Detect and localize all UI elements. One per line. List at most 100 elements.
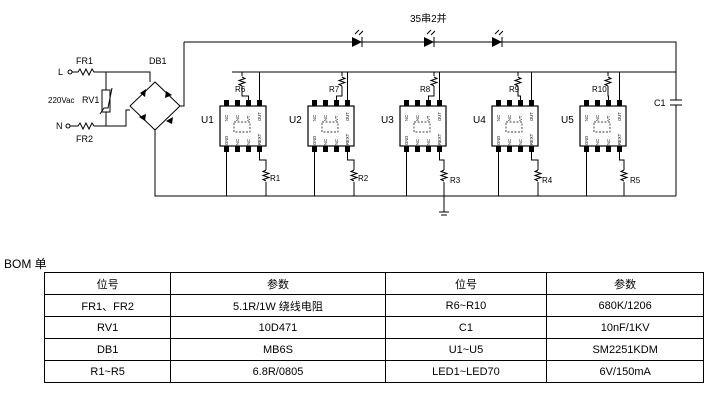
svg-text:NC: NC (507, 115, 512, 121)
table-cell: RV1 (43, 316, 172, 339)
r-top-label: R7 (329, 85, 340, 94)
input-line-label: L (58, 67, 63, 77)
svg-text:GND: GND (312, 136, 317, 145)
table-cell: FR1、FR2 (43, 294, 172, 317)
db1-diode-2 (165, 91, 172, 98)
chip-label-u4: U4 (473, 115, 486, 126)
r-bottom-label: R2 (358, 174, 369, 183)
svg-text:REXT: REXT (257, 133, 262, 145)
svg-text:NC: NC (507, 139, 512, 145)
c1-label: C1 (654, 98, 666, 108)
table-cell: 6V/150mA (546, 360, 704, 383)
wire-l-to-bridge (106, 71, 151, 82)
driver-u4: U4 NC NC VT OUT GND NC NC REXT R9 R4 (473, 72, 553, 196)
svg-text:VT: VT (246, 115, 251, 121)
svg-text:NC: NC (584, 115, 589, 121)
db1-diode-1 (140, 89, 146, 97)
wire-bridge-positive (180, 42, 185, 107)
svg-text:NC: NC (606, 139, 611, 145)
table-row: DB1 MB6S U1~U5 SM2251KDM (43, 338, 704, 361)
fr1-resistor (72, 67, 106, 77)
chip-label-u1: U1 (201, 115, 214, 126)
table-cell: DB1 (43, 338, 172, 361)
led-2 (424, 29, 436, 47)
driver-u2: U2 NC NC VT OUT GND NC NC REXT R7 R2 (289, 72, 369, 196)
table-cell: 6.8R/0805 (170, 360, 386, 383)
table-cell: R6~R10 (384, 294, 548, 317)
table-cell: 10nF/1KV (546, 316, 704, 339)
table-row: R1~R5 6.8R/0805 LED1~LED70 6V/150mA (43, 360, 704, 383)
chip-label-u3: U3 (381, 115, 394, 126)
led-string-label: 35串2并 (410, 12, 447, 25)
table-cell: R1~R5 (43, 360, 172, 383)
svg-text:GND: GND (404, 136, 409, 145)
svg-text:OUT: OUT (437, 112, 442, 121)
svg-text:NC: NC (323, 139, 328, 145)
circuit-schematic: L N 220Vac FR1 FR2 RV1 DB1 35串2并 C1 (48, 12, 682, 216)
table-cell: U1~U5 (384, 338, 548, 361)
fr1-label: FR1 (76, 56, 93, 66)
bom-header-ref-2: 位号 (384, 272, 548, 295)
svg-text:NC: NC (235, 139, 240, 145)
svg-text:NC: NC (518, 139, 523, 145)
svg-text:NC: NC (334, 139, 339, 145)
svg-text:VT: VT (606, 115, 611, 121)
fr2-label: FR2 (76, 134, 93, 144)
table-cell: LED1~LED70 (384, 360, 548, 383)
table-cell: 680K/1206 (546, 294, 704, 317)
svg-text:NC: NC (235, 115, 240, 121)
rv1-varistor-slash (99, 87, 113, 115)
svg-text:NC: NC (415, 139, 420, 145)
r-top-label: R6 (235, 85, 246, 94)
svg-text:VT: VT (518, 115, 523, 121)
svg-text:NC: NC (426, 139, 431, 145)
svg-text:OUT: OUT (529, 112, 534, 121)
ground-symbol (439, 196, 449, 216)
chip-label-u5: U5 (561, 115, 574, 126)
bom-header-row: 位号 参数 位号 参数 (43, 272, 704, 295)
bom-header-param-1: 参数 (170, 272, 386, 295)
c1-capacitor (670, 99, 682, 196)
svg-text:NC: NC (323, 115, 328, 121)
r-top-label: R9 (509, 85, 520, 94)
r-bottom-label: R4 (542, 176, 553, 185)
fr2-resistor (70, 121, 106, 131)
r-top-label: R10 (592, 85, 607, 94)
table-cell: C1 (384, 316, 548, 339)
rv1-label: RV1 (82, 95, 99, 105)
table-row: RV1 10D471 C1 10nF/1KV (43, 316, 704, 339)
led-3 (492, 29, 504, 47)
svg-text:NC: NC (312, 115, 317, 121)
svg-text:GND: GND (496, 136, 501, 145)
svg-text:OUT: OUT (257, 112, 262, 121)
svg-text:GND: GND (224, 136, 229, 145)
rv1-varistor (101, 89, 111, 113)
svg-text:REXT: REXT (529, 133, 534, 145)
db1-diode-4 (166, 117, 173, 124)
bom-header-ref-1: 位号 (43, 272, 172, 295)
input-n-terminal (65, 123, 71, 129)
chip-label-u2: U2 (289, 115, 302, 126)
db1-label: DB1 (149, 56, 167, 66)
svg-text:OUT: OUT (617, 112, 622, 121)
svg-text:NC: NC (224, 115, 229, 121)
table-cell: 10D471 (170, 316, 386, 339)
bom-header-param-2: 参数 (546, 272, 704, 295)
db1-bridge-outline (129, 81, 181, 131)
table-cell: 5.1R/1W 绕线电阻 (170, 294, 386, 317)
db1-diode-3 (139, 114, 146, 121)
driver-u3: U3 NC NC VT OUT GND NC NC REXT R8 R3 (381, 72, 461, 196)
svg-text:NC: NC (595, 115, 600, 121)
led-1 (352, 29, 364, 47)
ground-rail (154, 140, 676, 197)
svg-text:NC: NC (496, 115, 501, 121)
r-bottom-label: R1 (270, 174, 281, 183)
svg-text:VT: VT (426, 115, 431, 121)
svg-text:VT: VT (334, 115, 339, 121)
svg-text:GND: GND (584, 136, 589, 145)
bom-table: 位号 参数 位号 参数 FR1、FR2 5.1R/1W 绕线电阻 R6~R10 … (43, 272, 704, 383)
r-bottom-label: R3 (450, 176, 461, 185)
bom-title: BOM 单 (4, 257, 47, 271)
svg-text:NC: NC (246, 139, 251, 145)
led-string-rail (184, 41, 677, 100)
